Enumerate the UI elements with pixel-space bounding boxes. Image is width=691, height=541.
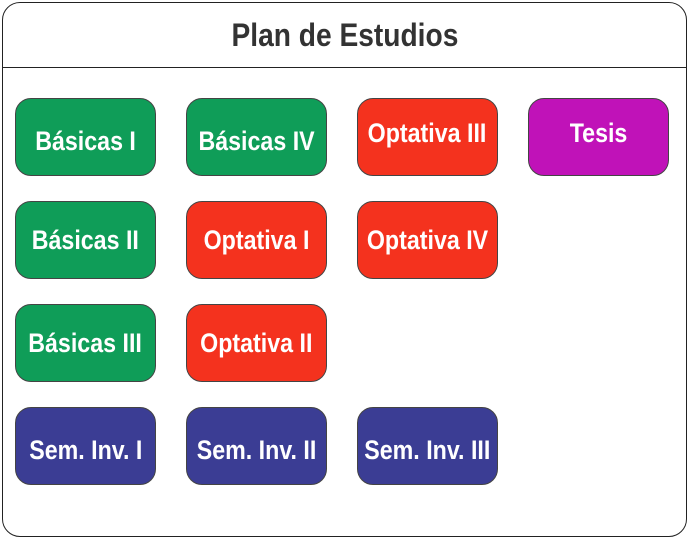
course-label: Básicas IV [198,125,315,156]
course-label: Básicas III [28,327,143,358]
course-label: Optativa I [203,224,310,255]
course-tesis[interactable]: Tesis [528,98,669,176]
course-optativa-3[interactable]: Optativa III [357,98,498,176]
course-label: Optativa III [368,117,487,148]
course-optativa-1[interactable]: Optativa I [186,201,327,279]
header-bar: Plan de Estudios [3,3,686,68]
course-label: Optativa II [200,327,313,358]
course-label: Sem. Inv. III [364,434,491,465]
course-basicas-4[interactable]: Básicas IV [186,98,327,176]
course-label: Optativa IV [366,224,489,255]
page-title: Plan de Estudios [231,16,458,53]
course-label: Tesis [569,117,628,148]
course-basicas-3[interactable]: Básicas III [15,304,156,382]
course-label: Básicas I [35,125,136,156]
course-sem-inv-2[interactable]: Sem. Inv. II [186,407,327,485]
course-sem-inv-3[interactable]: Sem. Inv. III [357,407,498,485]
course-sem-inv-1[interactable]: Sem. Inv. I [15,407,156,485]
course-basicas-2[interactable]: Básicas II [15,201,156,279]
course-label: Básicas II [31,224,140,255]
course-label: Sem. Inv. I [28,434,143,465]
course-optativa-2[interactable]: Optativa II [186,304,327,382]
course-label: Sem. Inv. II [196,434,317,465]
course-basicas-1[interactable]: Básicas I [15,98,156,176]
course-optativa-4[interactable]: Optativa IV [357,201,498,279]
